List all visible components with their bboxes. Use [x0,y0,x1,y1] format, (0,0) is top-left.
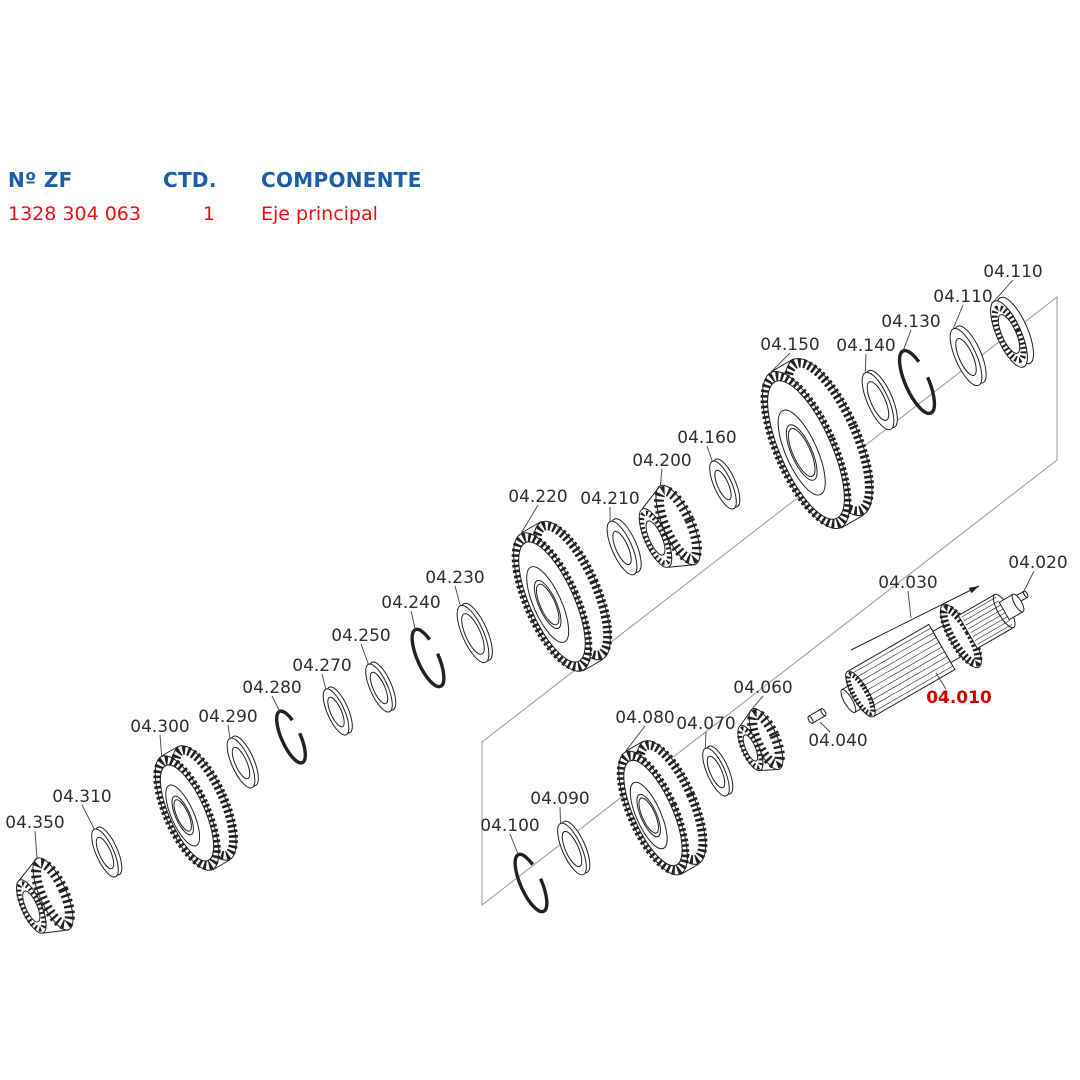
part-04-270-ring: 04.270 [292,656,353,736]
part-label-04-080: 04.080 [615,708,674,728]
part-label-04-060: 04.060 [733,678,792,698]
part-04-250-ring: 04.250 [331,626,397,713]
part-label-04-300: 04.300 [130,717,189,737]
part-label-04-150: 04.150 [760,335,819,355]
part-label-04-020: 04.020 [1008,553,1067,573]
part-label-04-110: 04.110 [933,287,992,307]
part-04-040-pin: 04.040 [807,708,868,751]
part-04-130-snap: 04.130 [881,312,941,416]
part-04-070-ring: 04.070 [676,714,736,797]
col-header-quantity: CTD. [163,168,217,192]
part-label-04-220: 04.220 [508,487,567,507]
part-04-290-ring: 04.290 [198,707,259,789]
part-04-310-ring: 04.310 [52,787,123,878]
part-label-04-310: 04.310 [52,787,111,807]
part-label-04-240: 04.240 [381,593,440,613]
part-label-04-230: 04.230 [425,568,484,588]
part-04-100-snap: 04.100 [480,816,549,914]
subassembly-boundary [481,295,1058,907]
part-04-240-snap: 04.240 [381,593,446,689]
part-label-04-160: 04.160 [677,428,736,448]
part-04-230-ring: 04.230 [425,568,493,664]
part-04-090-ring: 04.090 [530,789,591,876]
part-label-04-090: 04.090 [530,789,589,809]
quantity-value: 1 [202,203,215,225]
part-04-110-ring: 04.110 [933,287,993,387]
part-label-04-210: 04.210 [580,489,639,509]
part-04-350-bearing: 04.350 [5,813,75,934]
part-label-04-280: 04.280 [242,678,301,698]
part-04-140-ring: 04.140 [836,336,898,431]
part-label-04-250: 04.250 [331,626,390,646]
part-04-200-bearing: 04.200 [632,451,702,568]
part-04-010-shaft: 04.010 [840,593,1025,718]
part-label-04-200: 04.200 [632,451,691,471]
col-header-component: COMPONENTE [261,168,422,192]
part-04-220-gear: 04.220 [508,487,613,672]
part-04-160-ring: 04.160 [677,428,741,510]
part-04-210-ring: 04.210 [580,489,642,576]
part-04-150-gear: 04.150 [760,335,874,530]
part-04-080-gear: 04.080 [615,708,708,876]
part-label-04-110: 04.110 [983,262,1042,282]
part-label-04-010: 04.010 [926,688,992,708]
part-04-300-gear: 04.300 [130,717,238,871]
col-header-zf-number: Nº ZF [8,168,73,192]
part-label-04-100: 04.100 [480,816,539,836]
part-number-value: 1328 304 063 [8,203,141,225]
part-04-060-bearing: 04.060 [733,678,793,772]
part-label-04-130: 04.130 [881,312,940,332]
part-label-04-290: 04.290 [198,707,257,727]
part-04-030-arrow: 04.030 [850,573,980,651]
part-label-04-270: 04.270 [292,656,351,676]
part-label-04-070: 04.070 [676,714,735,734]
part-label-04-140: 04.140 [836,336,895,356]
part-label-04-030: 04.030 [878,573,937,593]
part-04-110-ring: 04.110 [983,262,1043,368]
component-name-value: Eje principal [261,203,378,225]
part-label-04-040: 04.040 [808,731,867,751]
part-label-04-350: 04.350 [5,813,64,833]
